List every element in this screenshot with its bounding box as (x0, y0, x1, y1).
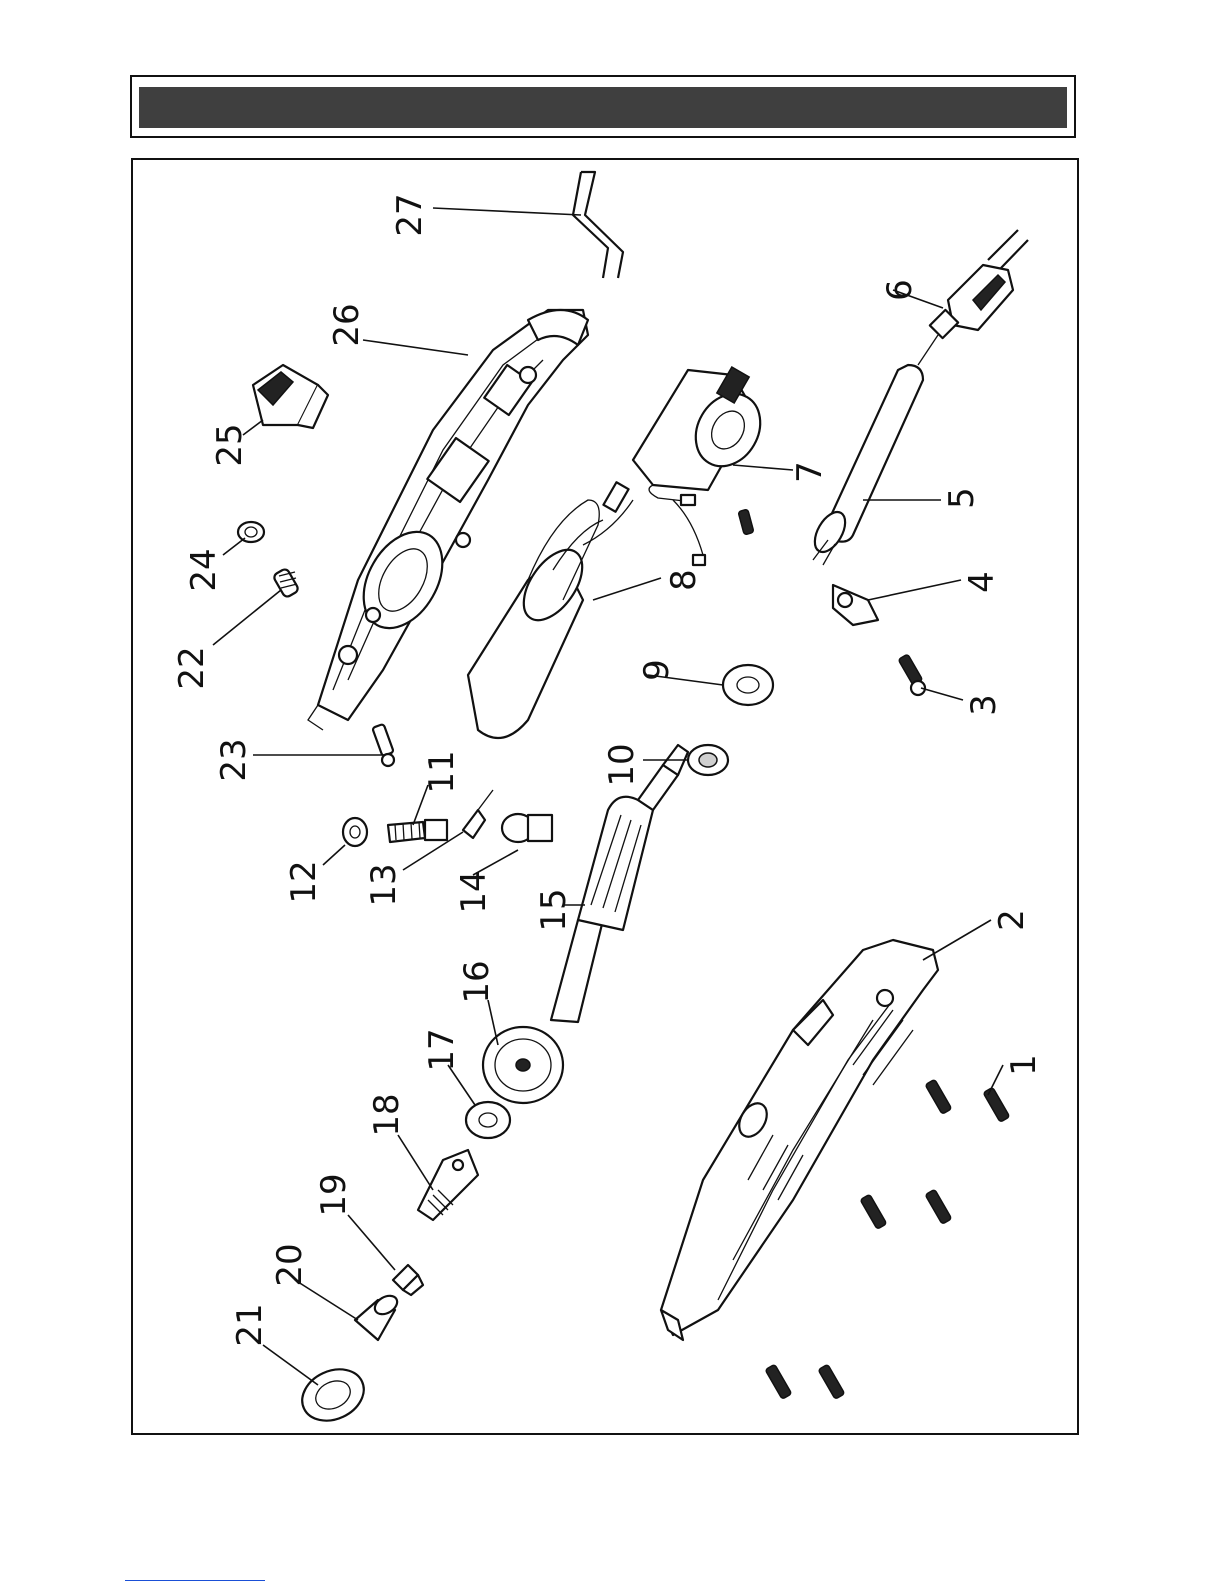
screw-near-7 (738, 509, 754, 535)
exploded-view-drawing: 1 2 3 4 5 6 7 8 9 10 11 12 13 14 15 16 1… (133, 160, 1077, 1433)
label-10: 10 (602, 743, 642, 786)
label-23: 23 (214, 738, 254, 781)
label-9: 9 (637, 659, 677, 681)
label-1: 1 (1004, 1054, 1044, 1076)
label-3: 3 (964, 694, 1004, 716)
brush-holder-cap-part-12 (343, 818, 367, 846)
spindle-part-18 (418, 1150, 478, 1220)
bearing-part-17 (466, 1102, 510, 1138)
label-19: 19 (314, 1173, 354, 1216)
label-22: 22 (172, 646, 212, 689)
label-27: 27 (390, 193, 430, 236)
power-cord-part-5 (809, 335, 938, 565)
screw-part-3 (898, 654, 925, 695)
label-17: 17 (422, 1028, 462, 1071)
footer-rule (125, 1580, 265, 1581)
label-24: 24 (184, 548, 224, 591)
hanger-wire-part-27 (573, 172, 623, 278)
stator-coil-part-8 (468, 482, 633, 738)
label-20: 20 (270, 1243, 310, 1286)
exploded-parts-diagram: 1 2 3 4 5 6 7 8 9 10 11 12 13 14 15 16 1… (131, 158, 1079, 1435)
collet-part-19 (393, 1265, 423, 1295)
cord-clamp-part-4 (833, 585, 878, 625)
housing-half-part-2 (661, 940, 938, 1340)
bearing-part-9 (723, 665, 773, 705)
header-bar (139, 87, 1067, 128)
label-12: 12 (284, 860, 324, 903)
label-25: 25 (210, 423, 250, 466)
label-11: 11 (422, 750, 462, 793)
label-21: 21 (230, 1303, 270, 1346)
bearing-part-10 (688, 745, 728, 775)
brush-clip-part-13 (463, 790, 493, 838)
label-18: 18 (367, 1093, 407, 1136)
bearing-part-24 (238, 522, 264, 542)
label-15: 15 (534, 888, 574, 931)
plug-part-6 (930, 230, 1028, 338)
label-16: 16 (457, 960, 497, 1003)
label-13: 13 (364, 863, 404, 906)
pin-part-23 (372, 724, 394, 766)
label-7: 7 (790, 461, 830, 483)
label-14: 14 (454, 870, 494, 913)
collet-nut-part-20 (355, 1292, 400, 1340)
label-5: 5 (942, 487, 982, 509)
header-frame (130, 75, 1076, 138)
label-8: 8 (664, 569, 704, 591)
spring-part-11 (388, 820, 447, 842)
label-26: 26 (327, 303, 367, 346)
label-6: 6 (880, 279, 920, 301)
rocker-switch-part-25 (253, 365, 328, 428)
label-2: 2 (992, 909, 1032, 931)
nose-cap-part-21 (294, 1360, 372, 1431)
brush-holder-part-14 (502, 814, 552, 842)
fan-part-16 (483, 1027, 563, 1103)
label-4: 4 (962, 571, 1002, 593)
